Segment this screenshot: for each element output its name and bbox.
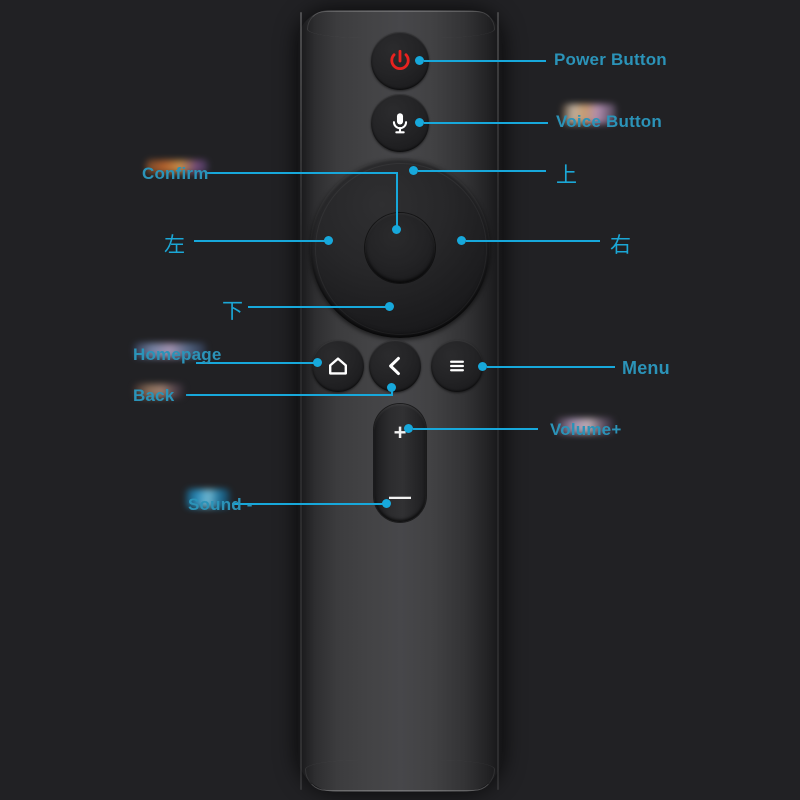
callout-label-volume-down: Sound - (188, 495, 253, 514)
body-left-highlight (300, 12, 302, 790)
callout-dot-up (409, 166, 418, 175)
callout-dot-right (457, 236, 466, 245)
home-button[interactable] (312, 340, 364, 392)
callout-label-volume-up: Volume+ (550, 420, 622, 439)
callout-label-up: 上 (556, 164, 578, 187)
hamburger-menu-icon (450, 360, 464, 372)
callout-line-power (424, 60, 546, 62)
callout-dot-left (324, 236, 333, 245)
callout-dot-power (415, 56, 424, 65)
back-button[interactable] (369, 340, 421, 392)
callout-line-voice (424, 122, 548, 124)
power-icon (390, 49, 410, 70)
menu-button[interactable] (431, 340, 483, 392)
callout-dot-volume-down (382, 499, 391, 508)
body-bottom-edge (305, 760, 495, 791)
callout-label-left: 左 (164, 234, 186, 257)
callout-dot-volume-up (404, 424, 413, 433)
callout-label-power: Power Button (554, 50, 667, 69)
callout-dot-confirm (392, 225, 401, 234)
home-icon (329, 357, 347, 375)
callout-label-homepage: Homepage (133, 345, 222, 364)
callout-label-back: Back (133, 386, 175, 405)
chevron-left-icon (389, 356, 400, 376)
callout-line-up (418, 170, 546, 172)
callout-label-confirm: Confirm (142, 164, 209, 183)
callout-line-down (248, 306, 388, 308)
volume-down-glyph[interactable]: — (389, 484, 411, 509)
callout-line-volume-down (232, 503, 386, 505)
callout-line-volume-up (413, 428, 538, 430)
callout-label-voice: Voice Button (556, 112, 662, 131)
callout-vline-confirm (396, 172, 398, 229)
callout-label-right: 右 (610, 234, 632, 257)
callout-dot-voice (415, 118, 424, 127)
volume-up-glyph[interactable]: + (393, 420, 407, 445)
callout-line-menu (487, 366, 615, 368)
callout-label-menu: Menu (622, 358, 670, 378)
body-right-highlight (497, 12, 499, 790)
dpad-ring-bevel (315, 163, 487, 335)
callout-label-down: 下 (222, 300, 244, 323)
microphone-icon (392, 113, 408, 134)
callout-dot-homepage (313, 358, 322, 367)
callout-vline-back (391, 387, 393, 396)
callout-line-homepage (196, 362, 316, 364)
callout-line-left (194, 240, 326, 242)
callout-line-confirm (206, 172, 398, 174)
callout-dot-down (385, 302, 394, 311)
callout-line-back (186, 394, 393, 396)
confirm-ok-button[interactable] (365, 213, 435, 283)
callout-dot-menu (478, 362, 487, 371)
body-top-edge (307, 11, 495, 38)
callout-line-right (466, 240, 600, 242)
